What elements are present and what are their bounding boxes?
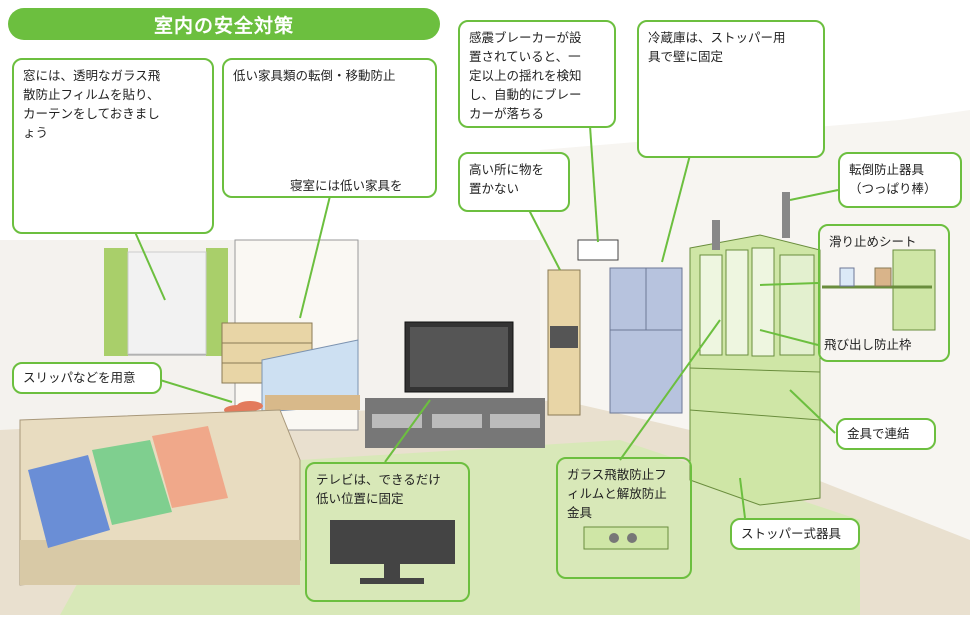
inset-shelf: [892, 249, 936, 331]
callout-stopper-device-text: ストッパー式器具: [741, 526, 842, 541]
callout-tv-fixing: テレビは、できるだけ 低い位置に固定: [305, 462, 470, 602]
callout-tv-fixing-text: テレビは、できるだけ 低い位置に固定: [316, 472, 441, 506]
callout-metal-joint: 金具で連結: [836, 418, 936, 450]
page-title: 室内の安全対策: [8, 8, 440, 40]
tension-rod: [782, 192, 790, 238]
callout-window-film-text: 窓には、透明なガラス飛 散防止フィルムを貼り、 カーテンをしておきまし ょう: [23, 68, 161, 140]
callout-slippers-text: スリッパなどを用意: [23, 370, 136, 385]
callout-tension-rod-text: 転倒防止器具 （つっぱり棒）: [849, 162, 937, 196]
cushion-orange: [152, 426, 228, 508]
inset-hinge: [583, 526, 669, 550]
callout-slippers: スリッパなどを用意: [12, 362, 162, 394]
callout-glass-film-hinge-text: ガラス飛散防止フ ィルムと解放防止 金具: [567, 467, 667, 520]
callout-low-furniture-text: 低い家具類の転倒・移動防止: [233, 68, 396, 83]
callout-stopper-device: ストッパー式器具: [730, 518, 860, 550]
callout-seismic-breaker-text: 感震ブレーカーが設 置されていると、一 定以上の揺れを検知 し、自動的にブレー …: [469, 30, 582, 121]
callout-tension-rod: 転倒防止器具 （つっぱり棒）: [838, 152, 962, 208]
callout-low-furniture: 低い家具類の転倒・移動防止 寝室には低い家具を: [222, 58, 437, 198]
callout-window-film: 窓には、透明なガラス飛 散防止フィルムを貼り、 カーテンをしておきまし ょう: [12, 58, 214, 234]
bed-frame: [265, 395, 360, 410]
callout-low-furniture-subtext: 寝室には低い家具を: [290, 178, 403, 193]
callout-glass-film-hinge: ガラス飛散防止フ ィルムと解放防止 金具: [556, 457, 692, 579]
cushion-green: [92, 440, 172, 525]
callout-metal-joint-text: 金具で連結: [847, 426, 910, 441]
callout-fridge-stopper-text: 冷蔵庫は、ストッパー用 具で壁に固定: [648, 30, 786, 64]
curtain-left: [104, 248, 128, 356]
callout-non-slip-sheet-text: 滑り止めシート: [829, 234, 917, 249]
inset-tv: [330, 520, 455, 564]
slipper-right: [237, 401, 263, 411]
callout-non-slip-sheet: 滑り止めシート 飛び出し防止枠: [818, 224, 950, 362]
lace-curtain: [127, 251, 207, 355]
callout-seismic-breaker: 感震ブレーカーが設 置されていると、一 定以上の揺れを検知 し、自動的にブレー …: [458, 20, 616, 128]
callout-fridge-stopper: 冷蔵庫は、ストッパー用 具で壁に固定: [637, 20, 825, 158]
callout-no-high-items-text: 高い所に物を 置かない: [469, 162, 545, 196]
cushion-blue: [28, 455, 110, 548]
callout-drop-guard-text: 飛び出し防止枠: [824, 337, 912, 352]
callout-no-high-items: 高い所に物を 置かない: [458, 152, 570, 212]
breaker-box: [577, 239, 619, 261]
callout-leader-lines: [134, 125, 839, 519]
